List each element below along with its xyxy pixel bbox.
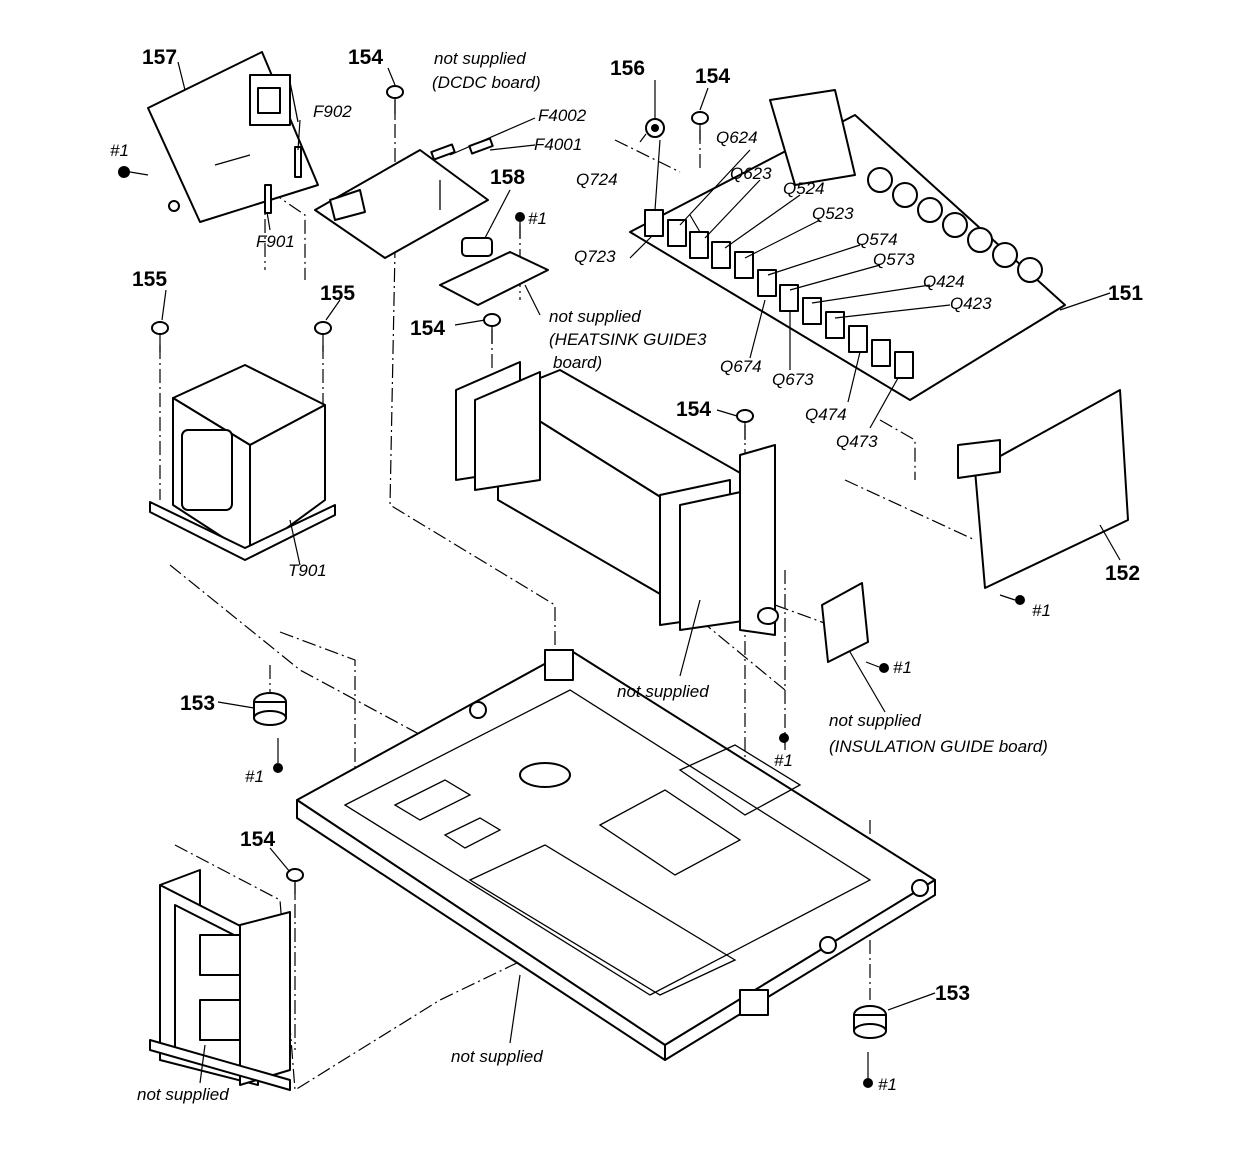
screw-154-156 [691, 111, 709, 140]
label-heatsink-line2: (HEATSINK GUIDE3 [549, 330, 707, 349]
transistor-row [644, 209, 914, 379]
transformer-t901 [149, 364, 336, 561]
screw-154-bracket [286, 868, 304, 898]
label-insulation-line1: not supplied [829, 711, 921, 730]
label-158: 158 [490, 166, 525, 189]
label-dcdc-line1: not supplied [434, 49, 526, 68]
label-insulation-line2: (INSULATION GUIDE board) [829, 737, 1048, 756]
spacer-156 [639, 118, 665, 143]
label-q624: Q624 [716, 128, 758, 147]
label-q674: Q674 [720, 357, 762, 376]
label-screw-1-e: #1 [774, 751, 793, 770]
label-screw-1-a: #1 [110, 141, 129, 160]
label-screw-1-f: #1 [245, 767, 264, 786]
front-bracket [149, 869, 291, 1091]
label-f4001: F4001 [534, 135, 582, 154]
label-q523: Q523 [812, 204, 854, 223]
foot-153-left [253, 692, 287, 773]
label-t901: T901 [288, 561, 327, 580]
label-154-heatsink: 154 [410, 317, 445, 340]
screw-heatsink-bottom [779, 733, 789, 743]
insulation-guide-board [821, 582, 889, 673]
labels: 157 154 not supplied (DCDC board) F902 #… [110, 46, 1143, 1104]
label-q474: Q474 [805, 405, 847, 424]
label-152: 152 [1105, 562, 1140, 585]
label-q673: Q673 [772, 370, 814, 389]
label-not-supplied-bracket: not supplied [137, 1085, 229, 1104]
label-q423: Q423 [950, 294, 992, 313]
screw-154-top [386, 85, 404, 118]
screw-155-right [314, 321, 332, 352]
label-q723: Q723 [574, 247, 616, 266]
label-154-dcdc: 154 [348, 46, 383, 69]
label-153-left: 153 [180, 692, 215, 715]
label-155-left: 155 [132, 268, 167, 291]
label-q574: Q574 [856, 230, 898, 249]
label-156: 156 [610, 57, 645, 80]
label-not-supplied-heatsink: not supplied [617, 682, 709, 701]
chassis [296, 649, 936, 1061]
label-q424: Q424 [923, 272, 965, 291]
foot-153-right [853, 1005, 887, 1088]
power-board-157 [147, 51, 319, 223]
label-q573: Q573 [873, 250, 915, 269]
label-154-bracket: 154 [240, 828, 275, 851]
label-151: 151 [1108, 282, 1143, 305]
label-q623: Q623 [730, 164, 772, 183]
label-f901: F901 [256, 232, 295, 251]
label-153-right: 153 [935, 982, 970, 1005]
label-heatsink-line1: not supplied [549, 307, 641, 326]
dcdc-board [314, 137, 494, 259]
screw-157 [118, 166, 149, 178]
label-dcdc-line2: (DCDC board) [432, 73, 541, 92]
label-screw-1-b: #1 [528, 209, 547, 228]
label-q473: Q473 [836, 432, 878, 451]
label-154-mid: 154 [676, 398, 711, 421]
screw-154-heatsink-right [736, 409, 754, 440]
heatsink-guide-board [439, 212, 549, 306]
amp-board-151 [629, 89, 1066, 401]
label-screw-1-d: #1 [893, 658, 912, 677]
label-screw-1-c: #1 [1032, 601, 1051, 620]
label-f4002: F4002 [538, 106, 587, 125]
screw-155-left [151, 321, 169, 352]
label-not-supplied-chassis: not supplied [451, 1047, 543, 1066]
label-157: 157 [142, 46, 177, 69]
connector-row [867, 167, 1043, 283]
label-screw-1-g: #1 [878, 1075, 897, 1094]
leader-lines [161, 61, 1121, 1084]
label-heatsink-line3: board) [553, 353, 602, 372]
screw-154-heatsink-left [483, 313, 501, 344]
label-q724: Q724 [576, 170, 618, 189]
label-155-right: 155 [320, 282, 355, 305]
label-f902: F902 [313, 102, 352, 121]
heatsink [455, 361, 779, 636]
label-154-top: 154 [695, 65, 730, 88]
label-q524: Q524 [783, 179, 825, 198]
board-152 [957, 389, 1129, 605]
